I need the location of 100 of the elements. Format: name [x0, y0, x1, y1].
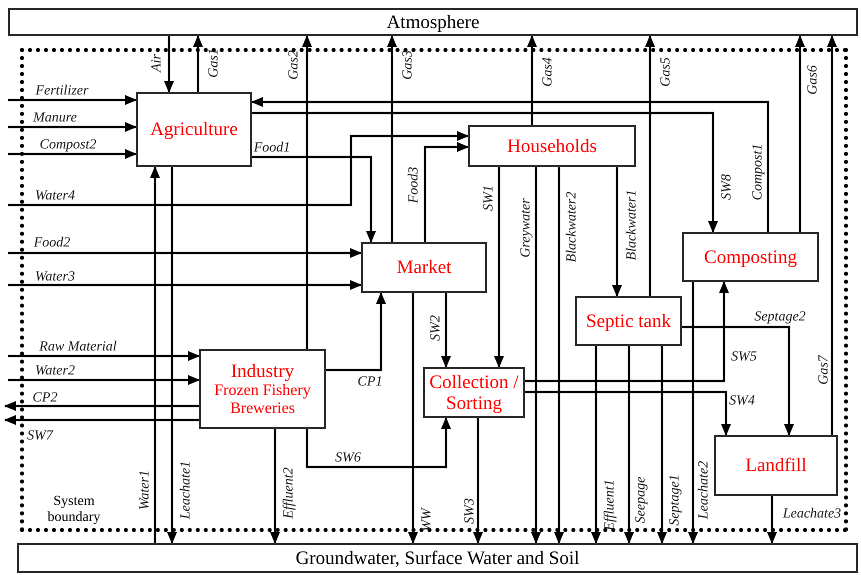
edge-label: Gas1	[206, 48, 222, 78]
edge-label: Water4	[35, 188, 75, 204]
edge-label: Raw Material	[39, 340, 117, 354]
flow-arrow	[525, 281, 729, 382]
system-boundary	[20, 48, 848, 532]
edge-label: Food2	[34, 236, 70, 250]
process-box	[468, 125, 636, 167]
flow-arrow	[252, 112, 718, 233]
process-box	[575, 296, 682, 346]
edge-label: Greywater	[518, 198, 534, 258]
node-label: Agriculture	[150, 119, 238, 140]
flow-arrow	[441, 293, 451, 368]
edge-label: Compost2	[40, 138, 96, 152]
flow-arrow	[306, 417, 451, 468]
flow-arrow	[8, 280, 362, 290]
flow-arrow	[326, 292, 386, 372]
edge-label: Gas7	[816, 355, 832, 385]
edge-label: SW1	[482, 185, 496, 211]
flow-arrow	[645, 35, 655, 296]
node-label: Septic tank	[586, 310, 671, 332]
edge-label: WW	[420, 508, 434, 532]
edge-label: Effluent1	[602, 479, 618, 531]
process-box	[361, 242, 487, 293]
flow-arrow	[827, 35, 837, 435]
edge-label: SW3	[462, 498, 478, 524]
edge-label: Air	[150, 54, 164, 72]
edge-label: Gas3	[400, 50, 416, 80]
edge-label: Gas2	[286, 50, 302, 80]
flow-arrow	[688, 282, 698, 544]
flow-arrow	[767, 496, 777, 544]
edge-label: SW7	[27, 428, 53, 444]
flow-arrow	[193, 35, 203, 92]
flow-arrow	[252, 156, 376, 243]
edge-label: Leachate2	[696, 460, 712, 520]
edge-label: Seepage	[634, 476, 648, 524]
edge-label: SW6	[335, 450, 361, 466]
flow-arrow	[554, 167, 564, 544]
edge-label: Food1	[254, 140, 290, 156]
edge-label: Water2	[35, 364, 75, 378]
node-label: Groundwater, Surface Water and Soil	[296, 548, 580, 568]
flow-arrow	[167, 167, 177, 544]
edge-label: Gas5	[658, 57, 674, 87]
flow-arrow	[424, 142, 469, 242]
flow-arrow	[8, 375, 200, 385]
node-label: Frozen Fishery Breweries	[213, 382, 312, 418]
flow-arrow	[8, 248, 362, 258]
node-label: Market	[396, 257, 452, 278]
flow-arrow	[8, 131, 469, 206]
edge-label: Septage2	[754, 310, 806, 324]
flow-arrow	[4, 415, 199, 425]
flow-arrow	[612, 167, 622, 297]
node-label: Households	[507, 136, 597, 156]
node-label: Composting	[704, 246, 797, 268]
flow-arrow	[624, 346, 634, 544]
flow-arrow	[682, 326, 794, 436]
process-box	[682, 232, 819, 282]
edge-label: Septage1	[668, 474, 682, 526]
edge-label: Compost1	[750, 144, 766, 200]
boundary-label: System boundary	[46, 494, 102, 526]
flow-arrow	[251, 97, 770, 232]
edge-label: CP2	[32, 390, 58, 406]
flow-arrow	[8, 149, 137, 159]
flow-arrow	[527, 35, 537, 125]
edge-label: Food3	[406, 166, 422, 204]
node-label: Collection / Sorting	[428, 372, 520, 414]
edge-label: Leachate3	[782, 506, 842, 522]
edge-label: Water1	[138, 470, 152, 510]
edge-label: SW5	[731, 350, 757, 364]
edge-label: SW2	[428, 315, 444, 341]
edge-label: CP1	[358, 374, 382, 390]
edge-label: Water3	[35, 270, 75, 284]
flow-arrow	[8, 351, 200, 361]
edge-label: SW4	[729, 394, 755, 408]
flow-arrow	[8, 95, 137, 105]
edge-label: SW8	[720, 174, 734, 200]
edge-label: Blackwater2	[564, 192, 580, 262]
flow-arrow	[494, 167, 504, 368]
process-box	[136, 92, 252, 167]
flow-arrow	[657, 346, 667, 544]
node-label: Industry	[230, 360, 294, 382]
flow-arrow	[150, 166, 160, 543]
flow-arrow	[387, 35, 397, 242]
edge-label: Gas6	[806, 65, 820, 95]
edge-label: Leachate1	[178, 460, 194, 520]
ground-bar	[17, 543, 858, 573]
flow-arrow	[408, 293, 418, 544]
flow-arrow	[525, 390, 731, 436]
node-label: Atmosphere	[386, 12, 480, 32]
flow-arrow	[4, 401, 199, 411]
flow-arrow	[270, 429, 280, 544]
process-box	[199, 349, 326, 429]
flow-arrow	[473, 418, 483, 544]
atmosphere-bar	[8, 8, 858, 36]
edge-label: Blackwater1	[624, 190, 640, 260]
process-box	[714, 435, 838, 496]
flow-arrow	[795, 35, 805, 232]
flow-arrow	[302, 35, 312, 349]
edge-label: Gas4	[540, 57, 556, 87]
flow-arrow	[8, 122, 137, 132]
edge-label: Manure	[33, 110, 77, 126]
